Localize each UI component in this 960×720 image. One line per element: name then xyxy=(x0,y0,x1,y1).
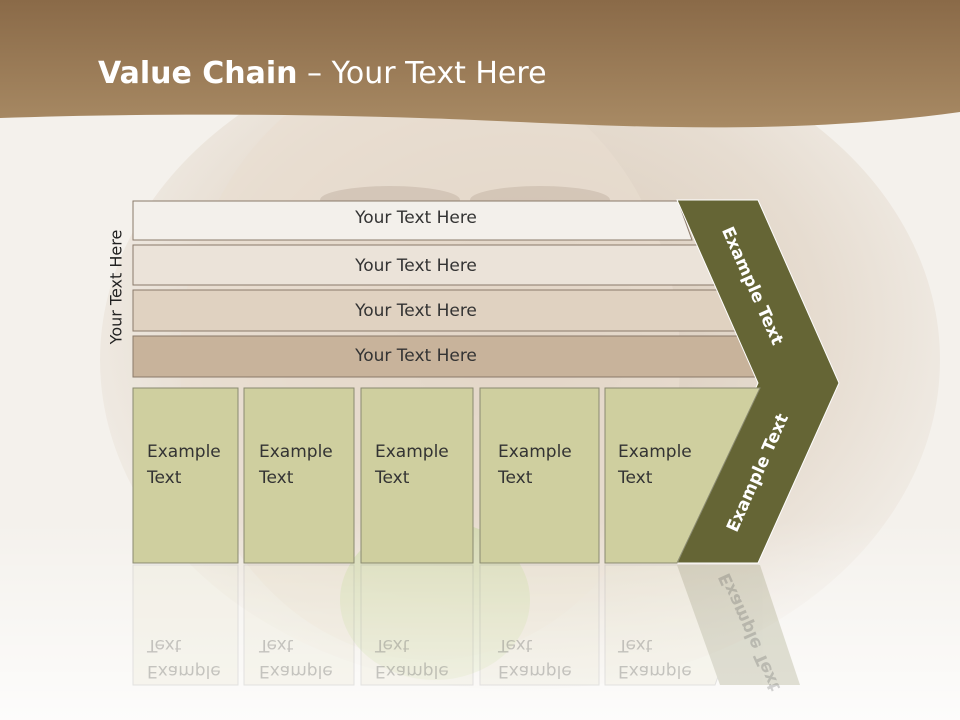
header-band xyxy=(0,0,960,128)
row-label: Your Text Here xyxy=(355,346,477,366)
box-label: Example Text xyxy=(375,439,449,491)
chevron-arrow xyxy=(676,199,840,564)
box-label-line: Text xyxy=(259,468,294,488)
activity-box-4 xyxy=(479,387,600,564)
box-label-line: Example xyxy=(259,661,333,681)
box-label-reflection: Example Text xyxy=(498,632,572,684)
box-label-line: Text xyxy=(618,635,653,655)
box-label-line: Example xyxy=(375,442,449,462)
box-label-line: Text xyxy=(498,635,533,655)
box-label-line: Example xyxy=(498,661,572,681)
box-label-line: Text xyxy=(375,635,410,655)
box-label-reflection: Example Text xyxy=(147,632,221,684)
activity-box-2 xyxy=(243,387,355,564)
box-label-line: Text xyxy=(147,468,182,488)
box-label-line: Example xyxy=(618,661,692,681)
box-label-reflection: Example Text xyxy=(375,632,449,684)
box-label-line: Example xyxy=(498,442,572,462)
activity-box-1 xyxy=(132,387,239,564)
box-label-line: Example xyxy=(375,661,449,681)
box-label-line: Text xyxy=(498,468,533,488)
box-label-line: Example xyxy=(147,442,221,462)
row-label: Your Text Here xyxy=(355,208,477,228)
activity-box-3 xyxy=(360,387,474,564)
box-label-line: Text xyxy=(147,635,182,655)
box-label-reflection: Example Text xyxy=(618,632,692,684)
box-label-reflection: Example Text xyxy=(259,632,333,684)
box-label: Example Text xyxy=(618,439,692,491)
row-label: Your Text Here xyxy=(355,256,477,276)
box-label-line: Example xyxy=(259,442,333,462)
row-bar-1 xyxy=(132,200,693,241)
box-label: Example Text xyxy=(498,439,572,491)
box-label: Example Text xyxy=(147,439,221,491)
box-label: Example Text xyxy=(259,439,333,491)
activity-box-5 xyxy=(604,387,761,564)
row-label: Your Text Here xyxy=(355,301,477,321)
box-label-line: Text xyxy=(375,468,410,488)
box-label-line: Example xyxy=(147,661,221,681)
slide-title: Value Chain – Your Text Here xyxy=(98,56,547,91)
reflection xyxy=(132,564,800,686)
box-label-line: Text xyxy=(618,468,653,488)
box-label-line: Text xyxy=(259,635,294,655)
box-label-line: Example xyxy=(618,442,692,462)
